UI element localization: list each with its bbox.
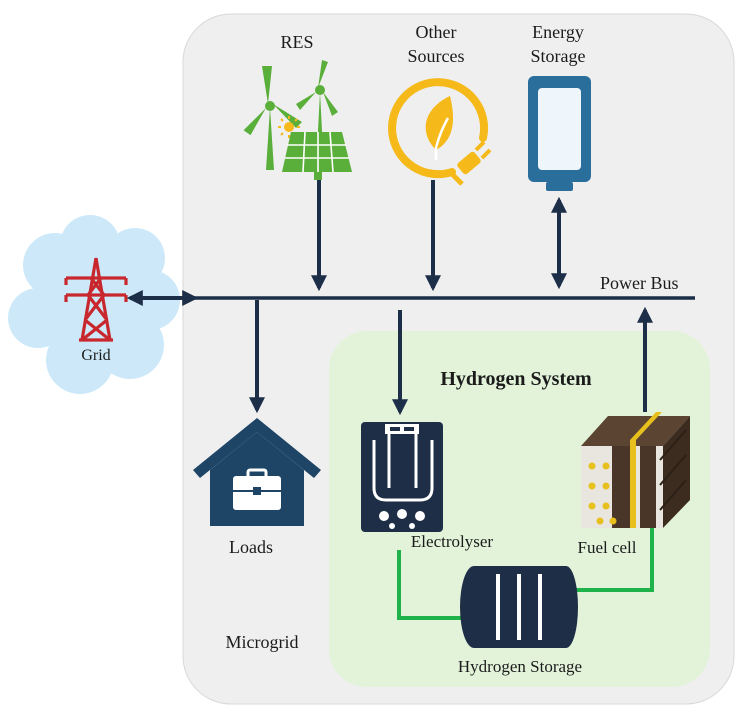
loads-label: Loads	[229, 537, 273, 557]
pipe-electrolyser-storage	[397, 550, 468, 620]
power-bus-label: Power Bus	[600, 273, 679, 293]
energy-storage-label-line1: Energy	[532, 22, 584, 42]
hydrogen-system-title: Hydrogen System	[440, 368, 592, 390]
hydrogen-storage-label: Hydrogen Storage	[458, 657, 582, 676]
leaf-plug-icon	[388, 78, 492, 186]
grid-label: Grid	[81, 347, 110, 364]
house-icon	[193, 418, 321, 526]
other-sources-label-line1: Other	[416, 22, 457, 42]
energy-storage-label-line2: Storage	[531, 46, 586, 66]
hydrogen-tank-icon	[460, 566, 578, 648]
solar-panel-icon	[278, 116, 352, 180]
grid-cloud	[8, 215, 180, 394]
electrolyser-icon	[361, 422, 443, 532]
transmission-tower-icon	[64, 257, 128, 342]
electrolyser-label: Electrolyser	[411, 532, 493, 551]
battery-icon	[528, 76, 591, 191]
res-label: RES	[280, 32, 313, 52]
other-sources-label-line2: Sources	[408, 46, 465, 66]
pipe-storage-fuelcell	[567, 528, 654, 592]
microgrid-label: Microgrid	[226, 632, 299, 652]
fuel-cell-label: Fuel cell	[577, 538, 636, 557]
fuel-cell-icon	[581, 412, 690, 528]
